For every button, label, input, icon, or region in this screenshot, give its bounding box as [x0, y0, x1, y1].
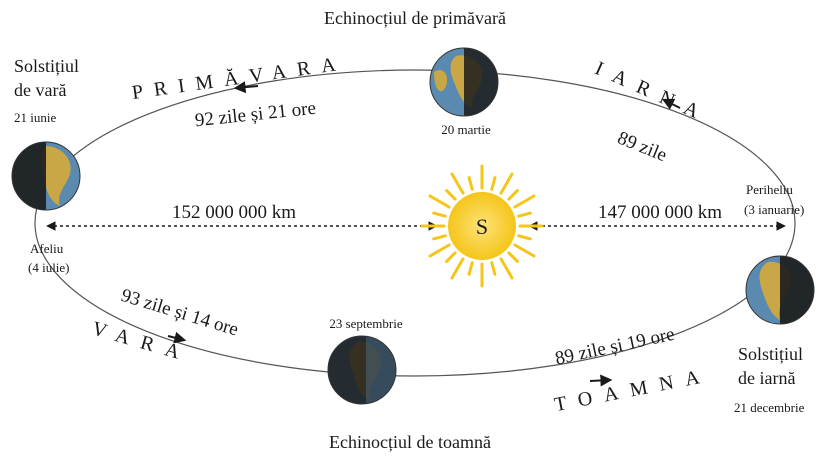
season-winter-duration: 89 zile [614, 128, 669, 167]
winter-solstice-line2: de iarnă [738, 368, 795, 388]
sun-ray [445, 251, 457, 263]
autumn-equinox-title: Echinocțiul de toamnă [329, 432, 491, 452]
sun-ray [507, 189, 519, 201]
sun-ray [490, 176, 497, 191]
season-spring-duration: 92 zile și 21 ore [194, 98, 317, 132]
winter-solstice-date: 21 decembrie [734, 400, 805, 415]
sun-ray [450, 257, 465, 280]
sun-ray [513, 243, 536, 258]
season-winter-name: IARNA [592, 57, 714, 127]
sun-ray [428, 243, 451, 258]
season-autumn-name: TOAMNA [553, 364, 714, 416]
sun-ray [445, 189, 457, 201]
earth-winter-solstice-icon [745, 255, 815, 325]
sun-ray [499, 257, 514, 280]
autumn-equinox-date: 23 septembrie [329, 316, 403, 331]
sun-ray [499, 172, 514, 195]
sun-ray [467, 176, 474, 191]
perihelion-line2: (3 ianuarie) [744, 202, 804, 217]
sun-ray [450, 172, 465, 195]
arrow-winter [661, 98, 681, 110]
winter-solstice-line1: Solstițiul [738, 344, 803, 364]
sun-ray [432, 211, 447, 218]
sun-ray [432, 234, 447, 241]
earth-summer-solstice-icon [11, 141, 81, 211]
sun-label: S [476, 214, 488, 239]
summer-solstice-line2: de vară [14, 80, 66, 100]
spring-equinox-title: Echinocțiul de primăvară [324, 8, 506, 28]
summer-solstice-date: 21 iunie [14, 110, 56, 125]
spring-equinox-date: 20 martie [441, 122, 491, 137]
sun-ray [517, 211, 532, 218]
aphelion-line1: Afeliu [30, 241, 64, 256]
sun-icon: S [420, 164, 544, 288]
earth-autumn-equinox-icon [327, 335, 397, 405]
orbit-ellipse [34, 69, 796, 377]
aphelion-distance-label: 152 000 000 km [172, 202, 296, 223]
sun-ray [507, 251, 519, 263]
sun-ray [490, 261, 497, 276]
arrow-autumn [589, 374, 613, 387]
arrow-summer [167, 331, 187, 344]
earth-spring-equinox-icon [429, 47, 499, 117]
summer-solstice-line1: Solstițiul [14, 56, 79, 76]
arrow-spring [233, 81, 259, 94]
sun-ray [467, 261, 474, 276]
perihelion-line1: Periheliu [746, 182, 793, 197]
sun-ray [513, 194, 536, 209]
perihelion-distance-label: 147 000 000 km [598, 202, 722, 223]
season-autumn-duration: 89 zile și 19 ore [553, 324, 676, 370]
aphelion-line2: (4 iulie) [28, 260, 70, 275]
season-spring-name: PRIMĂVARA [130, 51, 348, 104]
sun-ray [517, 234, 532, 241]
sun-ray [428, 194, 451, 209]
season-summer-name: VARA [90, 318, 194, 367]
